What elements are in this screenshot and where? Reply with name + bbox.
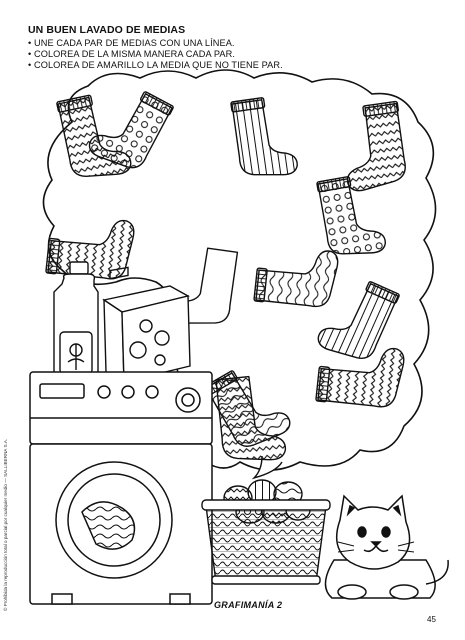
laundry-basket	[202, 480, 330, 584]
instructions-list: UNE CADA PAR DE MEDIAS CON UNA LÍNEA. CO…	[28, 38, 448, 72]
sock-zigzag-left	[45, 212, 136, 282]
worksheet-title: UN BUEN LAVADO DE MEDIAS	[28, 24, 186, 36]
page-number: 45	[427, 615, 436, 624]
instructions-header: UN BUEN LAVADO DE MEDIAS UNE CADA PAR DE…	[28, 24, 448, 72]
instruction-item: COLOREA DE AMARILLO LA MEDIA QUE NO TIEN…	[28, 60, 448, 71]
instruction-item: UNE CADA PAR DE MEDIAS CON UNA LÍNEA.	[28, 38, 448, 49]
washing-machine	[30, 372, 212, 604]
sock-wavy-center	[253, 243, 340, 310]
thought-bubble	[43, 70, 435, 470]
instruction-item: COLOREA DE LA MISMA MANERA CADA PAR.	[28, 49, 448, 60]
sock-striped-top	[230, 95, 300, 182]
detergent-box	[104, 267, 190, 382]
brand-logo: GRAFIMANÍA 2	[214, 600, 283, 610]
cat	[325, 496, 448, 599]
